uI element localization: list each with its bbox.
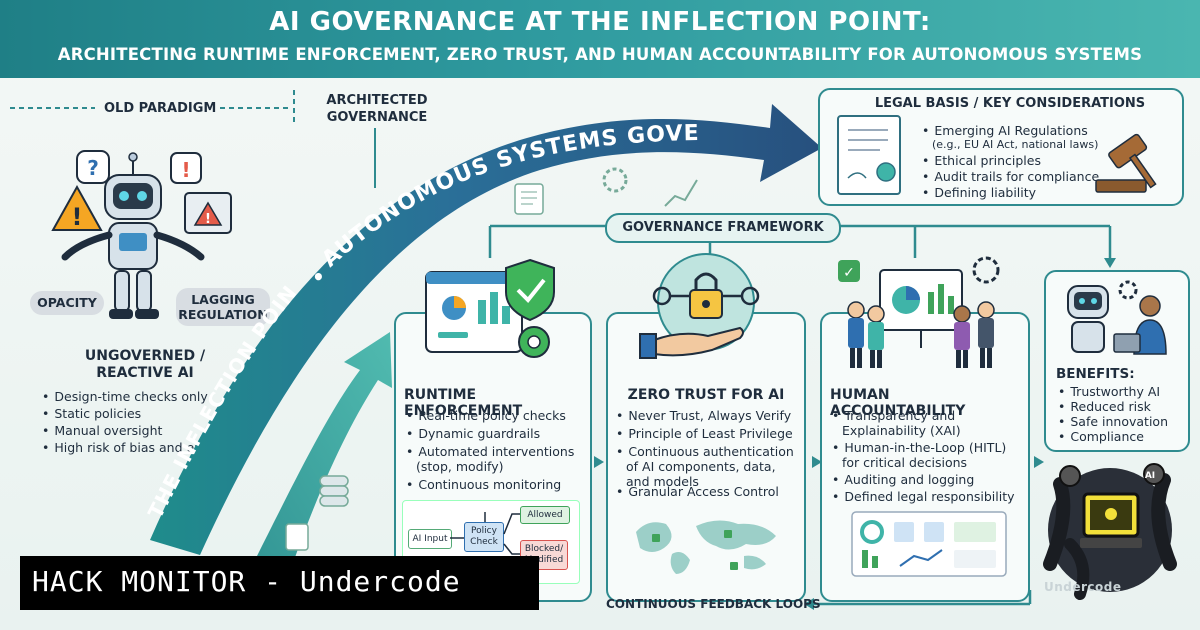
header-banner: AI GOVERNANCE AT THE INFLECTION POINT: A… [0, 0, 1200, 78]
runtime-dashboard-icon [425, 258, 555, 358]
zero-trust-item-3-detail: of AI components, data, [626, 459, 776, 474]
zero-trust-item-1: Never Trust, Always Verify [616, 408, 791, 423]
benefits-title: BENEFITS: [1056, 366, 1135, 382]
legal-document-icon [837, 115, 901, 195]
architected-governance-label: ARCHITECTED GOVERNANCE [326, 93, 428, 125]
robot-icon [61, 152, 205, 319]
page-title: AI GOVERNANCE AT THE INFLECTION POINT: [269, 7, 931, 37]
architected-connector [374, 128, 376, 188]
zero-trust-title: ZERO TRUST FOR AI [627, 387, 785, 403]
shield-check-icon [505, 258, 555, 322]
old-item-3: Manual oversight [42, 423, 162, 438]
governance-framework-label: GOVERNANCE FRAMEWORK [605, 213, 841, 243]
benefit-item-2: Reduced risk [1058, 399, 1151, 414]
old-item-2: Static policies [42, 406, 141, 421]
warning-window-icon: ! [184, 192, 232, 234]
lagging-regulation-pill: LAGGING REGULATION [176, 288, 270, 326]
world-map-icon [636, 520, 776, 574]
person-icon [953, 305, 971, 368]
zero-trust-lock-icon [639, 253, 760, 359]
flow-blocked: Blocked/ Modified [520, 540, 568, 570]
gear-icon [1118, 280, 1138, 300]
svg-text:!: ! [205, 212, 211, 227]
ungoverned-ai-title: UNGOVERNED / REACTIVE AI [84, 348, 206, 381]
flow-policy-check: Policy Check [464, 522, 504, 552]
zero-trust-item-3: Continuous authentication [616, 444, 793, 459]
legal-item-2: Ethical principles [922, 153, 1041, 168]
inflection-rise-arrow [255, 332, 392, 566]
warning-triangle-icon: ! [51, 184, 103, 231]
governance-arc-arrow [150, 104, 822, 555]
human-item-2: Human-in-the-Loop (HITL) [832, 440, 1006, 455]
flow-ai-input: AI Input [408, 529, 452, 549]
svg-text:!: ! [181, 158, 190, 182]
old-paradigm-label: OLD PARADIGM [104, 101, 217, 116]
analytics-panel-icon [851, 511, 1007, 577]
continuous-feedback-label: CONTINUOUS FEEDBACK LOOPS [606, 597, 821, 611]
alert-bubble-icon: ! [170, 152, 202, 184]
brand-watermark: Undercode [1044, 580, 1122, 594]
flow-allowed: Allowed [520, 506, 570, 524]
question-bubble-icon: ? [76, 150, 110, 184]
person-icon [1133, 295, 1167, 355]
analytics-mini-icons [514, 167, 698, 215]
key-icon [652, 286, 760, 306]
human-item-1-detail: Explainability (XAI) [842, 423, 961, 438]
hack-monitor-banner: HACK MONITOR - Undercode [20, 556, 539, 610]
legal-item-1: Emerging AI Regulations [922, 123, 1087, 138]
human-team-illustration: ✓ [838, 256, 1000, 368]
benefit-item-4: Compliance [1058, 429, 1144, 444]
person-icon [977, 301, 995, 368]
svg-text:!: ! [72, 203, 83, 231]
robot-illustration: ? ! ! ! [51, 150, 232, 319]
policy-flow-arrows [450, 512, 520, 555]
hack-monitor-label: HACK MONITOR - Undercode [32, 565, 461, 598]
old-item-4: High risk of bias and errors [42, 440, 223, 455]
runtime-item-1: Real-time policy checks [406, 408, 566, 423]
legal-item-4: Defining liability [922, 185, 1036, 200]
old-paradigm-divider [10, 90, 295, 126]
hand-icon [639, 326, 744, 359]
benefits-illustration [1067, 280, 1167, 355]
robot-icon [1067, 285, 1109, 353]
gear-icon [972, 256, 1000, 284]
zero-trust-item-4: Granular Access Control [616, 484, 779, 499]
opacity-pill: OPACITY [30, 291, 104, 315]
svg-text:AI: AI [1145, 471, 1155, 481]
gear-icon [518, 326, 550, 358]
thumbs-up-icon: ✓ [838, 260, 860, 282]
person-icon [867, 305, 885, 368]
human-item-1: Transparency and [832, 408, 955, 423]
data-mini-icons [285, 475, 349, 551]
svg-text:?: ? [87, 156, 99, 180]
runtime-item-3-detail: (stop, modify) [416, 459, 504, 474]
hacker-illustration: AI [1043, 463, 1177, 600]
arc-separator-dot: • [312, 265, 325, 289]
benefit-item-1: Trustworthy AI [1058, 384, 1160, 399]
legal-item-1-detail: (e.g., EU AI Act, national laws) [932, 138, 1099, 151]
old-item-1: Design-time checks only [42, 389, 207, 404]
legal-item-3: Audit trails for compliance [922, 169, 1099, 184]
runtime-item-2: Dynamic guardrails [406, 426, 540, 441]
runtime-item-3: Automated interventions [406, 444, 574, 459]
human-item-3: Auditing and logging [832, 472, 974, 487]
human-item-2-detail: for critical decisions [842, 455, 968, 470]
zero-trust-item-2: Principle of Least Privilege [616, 426, 792, 441]
svg-text:✓: ✓ [843, 265, 855, 281]
page-subtitle: ARCHITECTING RUNTIME ENFORCEMENT, ZERO T… [57, 45, 1143, 64]
human-item-4: Defined legal responsibility [832, 489, 1014, 504]
runtime-item-4: Continuous monitoring [406, 477, 561, 492]
gavel-icon [1095, 133, 1157, 193]
person-icon [847, 301, 865, 368]
benefit-item-3: Safe innovation [1058, 414, 1168, 429]
monitor-icon [1082, 492, 1140, 538]
legal-basis-title: LEGAL BASIS / KEY CONSIDERATIONS [874, 96, 1146, 111]
